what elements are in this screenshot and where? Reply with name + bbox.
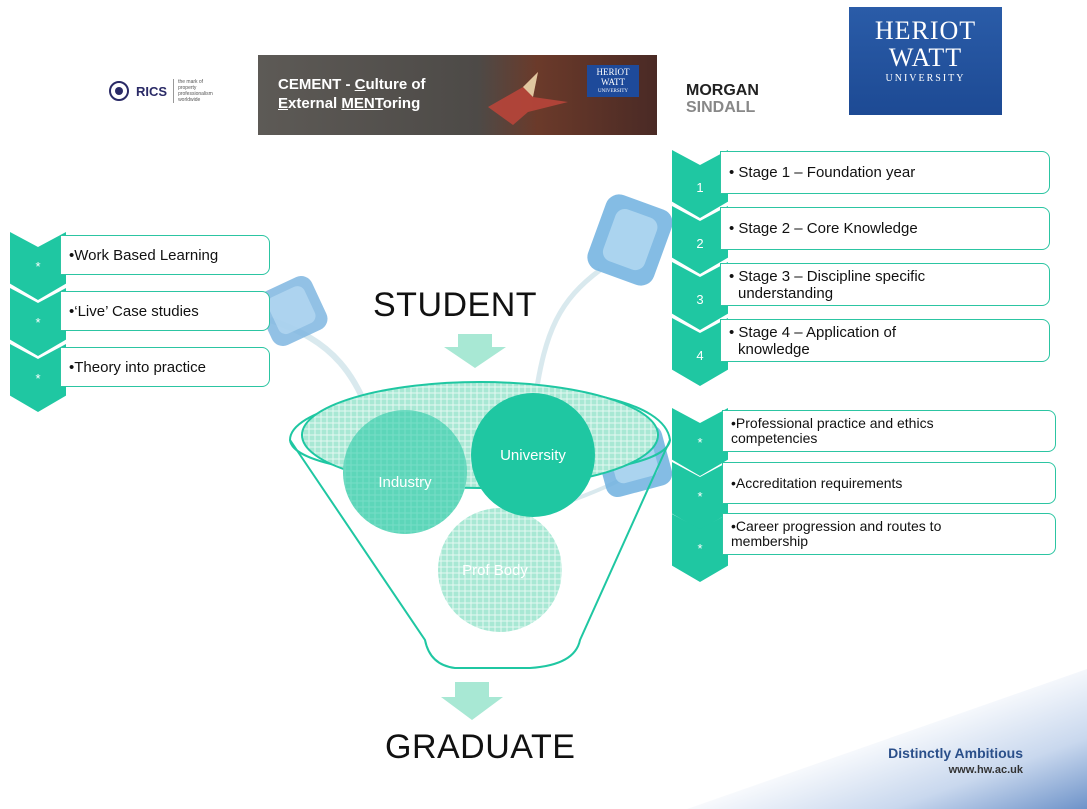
student-label: STUDENT [373, 286, 538, 324]
origami-crane-icon [488, 72, 568, 125]
website-link[interactable]: www.hw.ac.uk [948, 764, 1023, 776]
industry-label: Industry [378, 474, 432, 491]
left-item-3: •Theory into practice [60, 347, 270, 387]
stage-item-2: • Stage 2 – Core Knowledge [720, 207, 1050, 250]
tagline-text: Distinctly Ambitious [888, 745, 1023, 761]
rics-tagline: the mark of property professionalism wor… [173, 79, 213, 103]
university-label: University [500, 447, 566, 464]
stage-item-1: • Stage 1 – Foundation year [720, 151, 1050, 194]
graduate-label: GRADUATE [385, 728, 576, 766]
cement-banner: CEMENT - Culture of External MENToring H… [258, 55, 657, 135]
prof-body-circle [438, 508, 562, 632]
mini-heriot-watt-logo: HERIOT WATT UNIVERSITY [587, 65, 639, 97]
water-bottle-left-icon [256, 275, 328, 347]
prof-body-label: Prof Body [462, 562, 528, 579]
heriot-watt-logo: HERIOT WATT UNIVERSITY [849, 7, 1002, 115]
university-circle [471, 393, 595, 517]
left-item-1: •Work Based Learning [60, 235, 270, 275]
arrow-down-bottom-icon [441, 682, 503, 720]
prof-item-2: •Accreditation requirements [722, 462, 1056, 504]
left-item-2: •‘Live’ Case studies [60, 291, 270, 331]
industry-circle [343, 410, 467, 534]
arrow-down-icon [444, 334, 506, 368]
rics-logo: RICS the mark of property professionalis… [108, 79, 213, 103]
rics-name: RICS [136, 83, 168, 99]
morgan-sindall-logo: MORGAN SINDALL [686, 82, 759, 116]
water-stream-top [532, 268, 602, 401]
rics-emblem-icon [109, 81, 129, 101]
water-bottle-top-icon [587, 194, 673, 286]
cement-title: CEMENT - Culture of External MENToring [278, 76, 426, 112]
